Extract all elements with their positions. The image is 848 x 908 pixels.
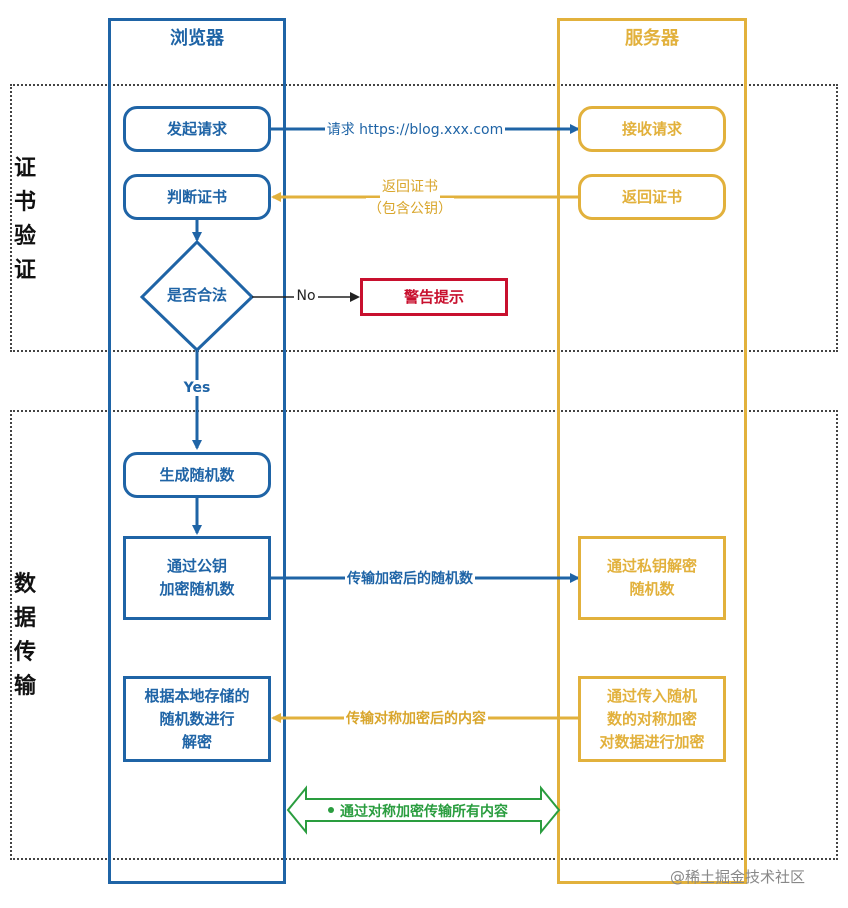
- symmetric-edge-label: 通过对称加密传输所有内容: [340, 804, 508, 820]
- no-edge-label: No: [294, 288, 318, 304]
- judge-cert-node: 判断证书: [123, 174, 271, 220]
- symmetric-double-arrow: [286, 785, 561, 835]
- encrypt-random-node: 通过公钥 加密随机数: [123, 536, 271, 620]
- browser-lane-title: 浏览器: [170, 28, 224, 49]
- decrypt-private-node: 通过私钥解密 随机数: [578, 536, 726, 620]
- cert-verification-section: [10, 84, 838, 352]
- yes-edge-label: Yes: [181, 380, 213, 396]
- decrypt-local-node: 根据本地存储的 随机数进行 解密: [123, 676, 271, 762]
- watermark: @稀土掘金技术社区: [670, 868, 806, 886]
- return-cert-edge-label: 返回证书 （包含公钥）: [340, 176, 480, 220]
- return-cert-node: 返回证书: [578, 174, 726, 220]
- send-content-edge-label: 传输对称加密后的内容: [344, 711, 488, 727]
- send-random-edge-label: 传输加密后的随机数: [345, 571, 475, 587]
- symmetric-bullet: [328, 807, 334, 813]
- warning-node: 警告提示: [360, 278, 508, 316]
- data-transfer-label: 数 据 传 输: [14, 572, 37, 699]
- browser-lane: [108, 18, 286, 884]
- generate-random-node: 生成随机数: [123, 452, 271, 498]
- receive-request-node: 接收请求: [578, 106, 726, 152]
- server-lane-title: 服务器: [625, 28, 679, 49]
- server-lane: [557, 18, 747, 884]
- send-request-node: 发起请求: [123, 106, 271, 152]
- data-transfer-section: [10, 410, 838, 860]
- encrypt-content-node: 通过传入随机 数的对称加密 对数据进行加密: [578, 676, 726, 762]
- is-legal-label: 是否合法: [166, 286, 227, 304]
- request-edge-label: 请求 https://blog.xxx.com: [324, 122, 506, 138]
- cert-verification-label: 证 书 验 证: [14, 156, 37, 283]
